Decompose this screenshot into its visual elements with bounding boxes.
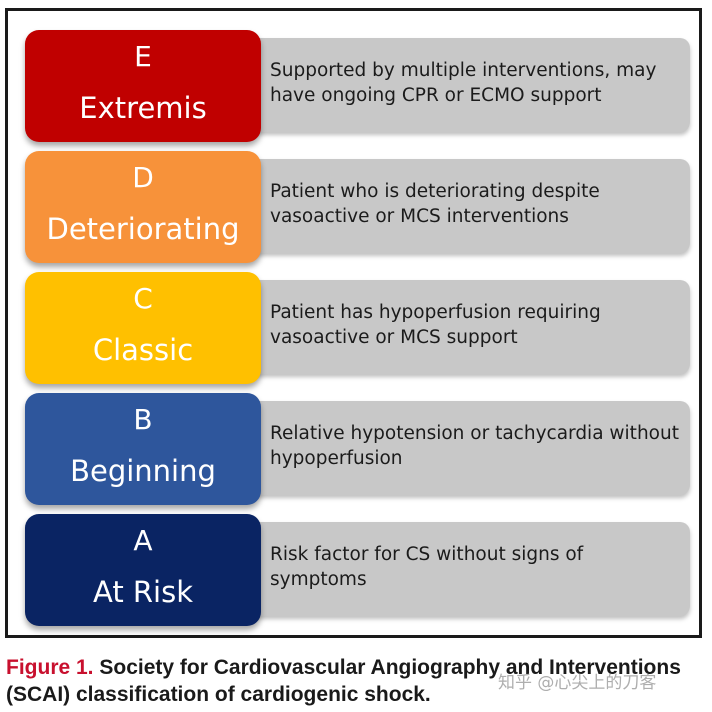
stage-badge: D Deteriorating xyxy=(25,151,261,263)
diagram-frame: •Supported by multiple interventions, ma… xyxy=(5,8,702,638)
watermark: 知乎 @心尖上的刀客 xyxy=(498,673,657,693)
figure-label: Figure 1. xyxy=(6,656,94,679)
stage-badge: C Classic xyxy=(25,272,261,384)
stage-description: Supported by multiple interventions, may… xyxy=(270,60,657,106)
stage-description: Risk factor for CS without signs of symp… xyxy=(270,544,584,590)
stage-letter: A xyxy=(133,524,153,557)
stage-name: Beginning xyxy=(70,454,216,488)
stage-name: Extremis xyxy=(79,91,207,125)
stage-description-box: •Relative hypotension or tachycardia wit… xyxy=(240,401,690,495)
stage-letter: D xyxy=(132,161,154,194)
figure-caption: Figure 1. Society for Cardiovascular Ang… xyxy=(6,654,706,708)
stage-letter: E xyxy=(134,40,152,73)
stage-name: At Risk xyxy=(92,575,194,609)
stage-badge: B Beginning xyxy=(25,393,261,505)
stage-letter: B xyxy=(133,403,153,436)
caption-text: Society for Cardiovascular Angiography a… xyxy=(6,656,681,706)
stage-row-d: •Patient who is deteriorating despite va… xyxy=(25,151,693,263)
stage-badge: E Extremis xyxy=(25,30,261,142)
stage-description-box: •Risk factor for CS without signs of sym… xyxy=(240,522,690,616)
stage-description: Relative hypotension or tachycardia with… xyxy=(270,423,679,469)
stage-description-box: •Supported by multiple interventions, ma… xyxy=(240,38,690,132)
stage-row-a: •Risk factor for CS without signs of sym… xyxy=(25,514,693,626)
stage-letter: C xyxy=(133,282,153,315)
stage-description: Patient has hypoperfusion requiring vaso… xyxy=(270,302,601,348)
stage-description: Patient who is deteriorating despite vas… xyxy=(270,181,600,227)
stage-description-box: •Patient who is deteriorating despite va… xyxy=(240,159,690,253)
stage-badge: A At Risk xyxy=(25,514,261,626)
stage-row-b: •Relative hypotension or tachycardia wit… xyxy=(25,393,693,505)
stage-name: Deteriorating xyxy=(46,212,240,246)
stage-description-box: •Patient has hypoperfusion requiring vas… xyxy=(240,280,690,374)
stage-row-c: •Patient has hypoperfusion requiring vas… xyxy=(25,272,693,384)
stage-name: Classic xyxy=(92,333,194,367)
stage-row-e: •Supported by multiple interventions, ma… xyxy=(25,30,693,142)
